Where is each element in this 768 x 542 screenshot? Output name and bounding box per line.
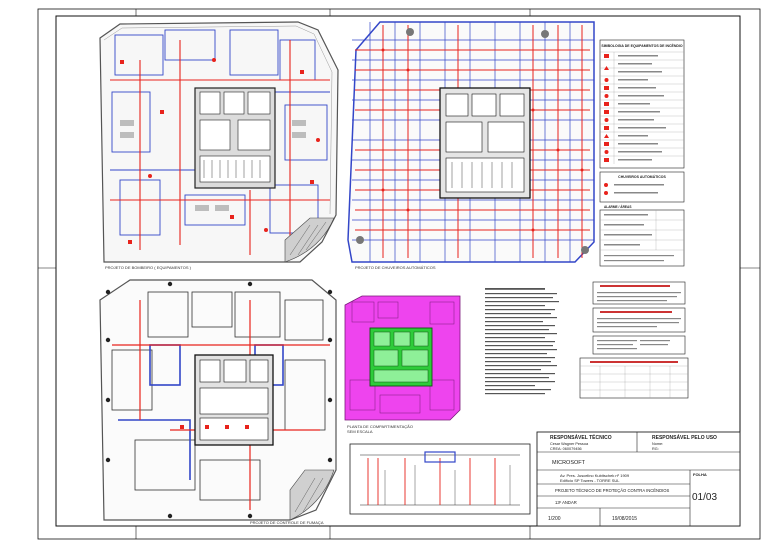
legend-sprinkler-title: CHUVEIROS AUTOMÁTICOS [618,174,666,179]
owner-resp-line1: Nome: [652,442,663,446]
legend-sprinkler-sub: ALARME / ÁREAS [604,204,631,209]
label-compartment: PLANTA DE COMPARTIMENTAÇÃO [347,424,413,429]
legend-equipment: SIMBOLOGIA DE EQUIPAMENTOS DE INCÊNDIO [599,39,685,169]
address-line2: Edifício SP Towers - TORRE SUL [560,478,620,483]
general-notes [485,288,559,395]
sheet-number: 01/03 [692,492,717,503]
tech-resp-label: RESPONSÁVEL TÉCNICO [550,433,612,441]
title-block: RESPONSÁVEL TÉCNICO Cesar Wagner Pessoa … [536,431,741,527]
legend-equip-title: SIMBOLOGIA DE EQUIPAMENTOS DE INCÊNDIO [601,43,682,48]
riser-diagram [349,443,531,515]
label-compartment-scale: SEM ESCALA [347,429,373,434]
owner-company: MICROSOFT [552,460,586,466]
owner-resp-label: RESPONSÁVEL PELO USO [652,434,717,441]
label-smoke-control: PROJETO DE CONTROLE DE FUMAÇA [250,520,324,525]
tech-resp-name: Cesar Wagner Pessoa [550,442,589,446]
owner-resp-line2: RG: [652,447,659,451]
legend-sprinklers: CHUVEIROS AUTOMÁTICOS ALARME / ÁREAS [599,171,685,267]
label-fire-equipment: PROJETO DE BOMBEIRO ( EQUIPAMENTOS ) [105,265,192,270]
drawing-date: 19/08/2015 [612,516,637,522]
plan-sprinklers [347,21,595,263]
drawing-scale: 1/200 [548,516,561,522]
label-sprinklers: PROJETO DE CHUVEIROS AUTOMÁTICOS [355,265,436,270]
plan-smoke-control [99,279,337,521]
sheet-frame [37,8,761,540]
tech-resp-crea: CREA: 060079456 [550,447,582,451]
info-tables [579,281,689,399]
plan-compartment [344,295,461,421]
sheet-label: FOLHA [693,472,707,477]
project-name: PROJETO TÉCNICO DE PROTEÇÃO CONTRA INCÊN… [555,488,670,493]
address-line1: Av. Pres. Juscelino Kubitschek nº 1909 [560,473,630,478]
floor-name: 13º ANDAR [555,500,577,505]
plan-fire-equipment [99,21,339,263]
